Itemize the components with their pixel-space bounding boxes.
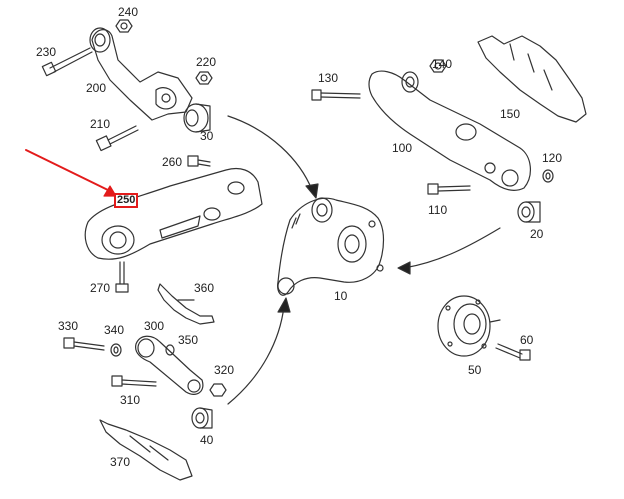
bolt-210 — [95, 125, 139, 152]
callout-20: 20 — [530, 227, 544, 241]
bolt-60 — [495, 343, 531, 361]
callout-130: 130 — [318, 71, 339, 85]
wheel-carrier-10 — [277, 197, 385, 296]
callout-270: 270 — [90, 281, 111, 295]
callout-30: 30 — [200, 129, 214, 143]
arrow-head-3 — [397, 261, 411, 275]
highlight-pointer-arrow — [25, 149, 117, 197]
bolt-270 — [115, 261, 129, 293]
washer-350 — [165, 344, 175, 356]
nut-320 — [209, 383, 227, 397]
nut-240 — [115, 19, 133, 33]
shield-150 — [477, 35, 587, 123]
bracket-360 — [157, 283, 215, 325]
callout-350: 350 — [178, 333, 199, 347]
callout-60: 60 — [520, 333, 534, 347]
callout-320: 320 — [214, 363, 235, 377]
callout-210: 210 — [90, 117, 111, 131]
arrow-head-1 — [305, 183, 319, 199]
callout-120: 120 — [542, 151, 563, 165]
callout-40: 40 — [200, 433, 214, 447]
washer-340 — [110, 343, 122, 357]
callout-200: 200 — [86, 81, 107, 95]
arrow-upper-arm-to-knuckle — [227, 115, 313, 191]
callout-300: 300 — [144, 319, 165, 333]
bolt-130 — [311, 89, 361, 101]
bolt-260 — [187, 155, 211, 167]
callout-230: 230 — [36, 45, 57, 59]
nut-140 — [429, 59, 447, 73]
bushing-30 — [183, 103, 211, 133]
bushing-40 — [191, 407, 213, 429]
bolt-330 — [63, 337, 105, 351]
arrow-head-2 — [277, 297, 291, 313]
arrow-lower-to-knuckle — [227, 305, 285, 405]
callout-370: 370 — [110, 455, 131, 469]
callout-110: 110 — [428, 203, 448, 217]
nut-220 — [195, 71, 213, 85]
wheel-hub-50 — [437, 295, 501, 357]
callout-240: 240 — [118, 5, 139, 19]
callout-330: 330 — [58, 319, 79, 333]
callout-360: 360 — [194, 281, 215, 295]
upper-control-arm-200 — [89, 27, 193, 121]
callout-220: 220 — [196, 55, 217, 69]
callout-150: 150 — [500, 107, 521, 121]
cover-370 — [99, 419, 193, 481]
callout-260: 260 — [162, 155, 183, 169]
lower-arm-100 — [368, 70, 531, 192]
callout-100: 100 — [392, 141, 413, 155]
callout-340: 340 — [104, 323, 125, 337]
bolt-110 — [427, 183, 471, 195]
lower-spring-link-250 — [84, 167, 263, 260]
callout-310: 310 — [120, 393, 141, 407]
washer-120 — [542, 169, 554, 183]
callout-10: 10 — [334, 289, 348, 303]
callout-250-highlighted: 250 — [114, 193, 139, 208]
callout-140: 140 — [432, 57, 453, 71]
bushing-20 — [517, 201, 541, 223]
link-300 — [135, 335, 204, 395]
callout-50: 50 — [468, 363, 482, 377]
arrow-right-to-knuckle — [403, 227, 501, 269]
bolt-230 — [41, 47, 93, 77]
bolt-310 — [111, 375, 157, 387]
